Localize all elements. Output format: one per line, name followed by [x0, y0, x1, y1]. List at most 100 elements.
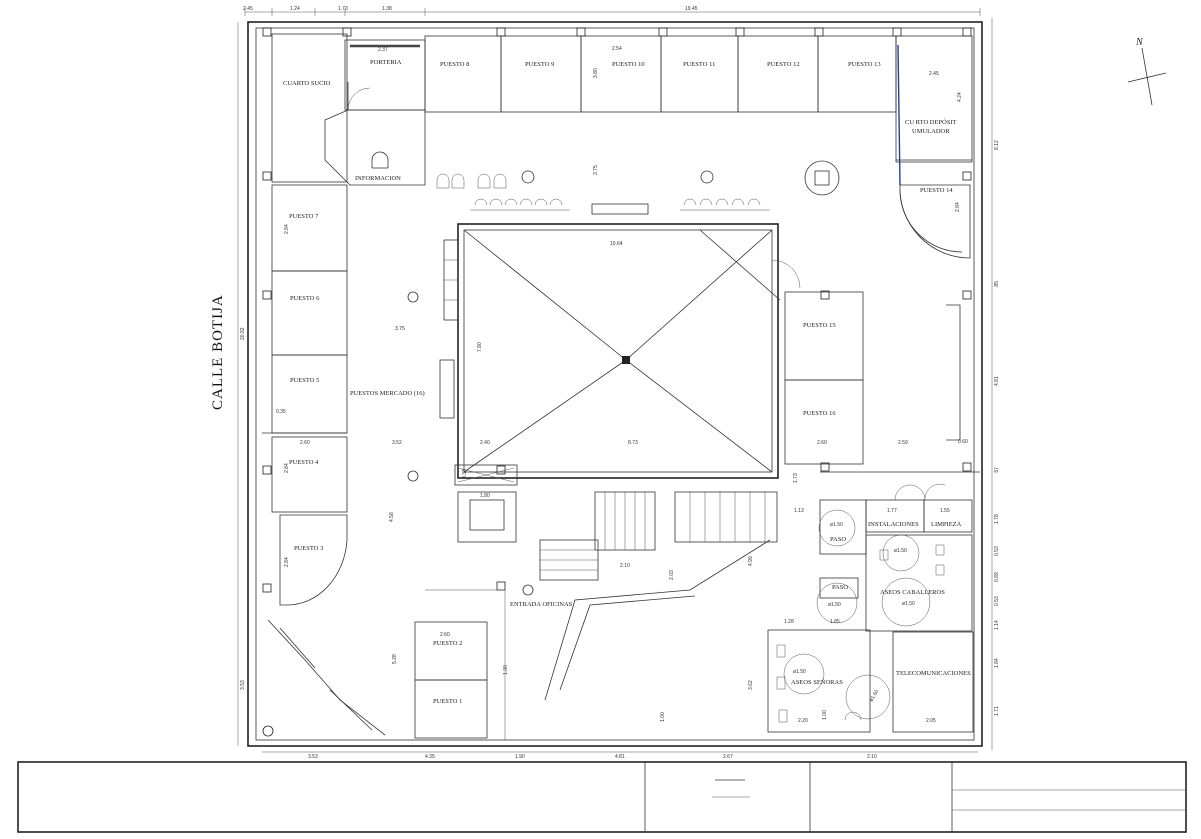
dim-top-2: 1.24	[290, 6, 300, 12]
label-puesto-7: PUESTO 7	[289, 213, 319, 220]
dim-inner: 3.80	[593, 68, 599, 78]
outer-walls	[237, 18, 993, 750]
left-stalls	[262, 184, 348, 606]
label-puestos-mercado: PUESTOS MERCADO (16)	[350, 390, 425, 397]
dim-top-3: 1.73	[338, 6, 348, 12]
dim-inner: 2.60	[817, 440, 827, 446]
dim-inner: 2.45	[929, 71, 939, 77]
dim-right-5: 1.78	[994, 514, 1000, 524]
dim-inner: 0.35	[276, 409, 286, 415]
right-dimension-line: 8.12 .85 4.81 .57 1.78 0.53 0.89 0.53 1.…	[994, 140, 1000, 716]
dim-inner: ø1.50	[869, 689, 881, 703]
dim-right-10: 1.84	[994, 658, 1000, 668]
label-aseos-senoras: ASEOS SEÑORAS	[791, 678, 843, 686]
dim-inner: 7.80	[477, 342, 483, 352]
dim-inner: 0.60	[958, 439, 968, 445]
dim-inner: 2.84	[284, 224, 290, 234]
label-informacion: INFORMACION	[355, 175, 401, 182]
north-arrow-icon: N	[1127, 37, 1167, 106]
dim-inner: 1.73	[793, 473, 799, 483]
label-paso-1: PASO	[830, 536, 846, 543]
title-block	[17, 761, 1187, 833]
label-puesto-16: PUESTO 16	[803, 410, 836, 417]
label-puesto-11: PUESTO 11	[683, 61, 715, 68]
service-rooms	[767, 483, 974, 733]
label-puesto-2: PUESTO 2	[433, 640, 462, 647]
label-porteria: PORTERIA	[370, 59, 402, 66]
dim-right-4: .57	[994, 467, 1000, 474]
dim-inner: ø1.50	[828, 602, 841, 608]
dim-bottom-3: 1.90	[515, 754, 525, 760]
label-puesto-15: PUESTO 15	[803, 322, 836, 329]
entrance-stalls	[267, 589, 506, 740]
label-puesto-5: PUESTO 5	[290, 377, 319, 384]
dim-inner: 4.99	[748, 556, 754, 566]
dim-inner: ø1.50	[902, 601, 915, 607]
dim-inner: 3.52	[392, 440, 402, 446]
label-cuarto-sucio: CUARTO SUCIO	[283, 80, 331, 87]
label-paso-2: PASO	[832, 584, 848, 591]
dim-inner: ø1.50	[894, 548, 907, 554]
dim-right-11: 1.71	[994, 706, 1000, 716]
dim-right-8: 0.53	[994, 596, 1000, 606]
right-stalls	[784, 184, 980, 473]
dim-left-2: 3.53	[240, 680, 246, 690]
dim-inner: 1.80	[480, 493, 490, 499]
dim-inner: 1.28	[784, 619, 794, 625]
dim-inner: 4.58	[389, 512, 395, 522]
dim-bottom-6: 2.10	[867, 754, 877, 760]
dim-right-9: 1.14	[994, 620, 1000, 630]
dim-left-1: 20.82	[240, 327, 246, 340]
street-name: CALLE BOTIJA	[210, 294, 226, 410]
dim-top-1: 2.45	[243, 6, 253, 12]
dim-inner: 2.40	[480, 440, 490, 446]
dim-inner: 3.75	[395, 326, 405, 332]
north-label: N	[1135, 37, 1144, 48]
label-puesto-6: PUESTO 6	[290, 295, 320, 302]
inner-dimensions: 10.64 3.75 3.75 2.60 3.52 2.40 8.73 2.60…	[276, 46, 968, 724]
dim-top-4: 1.38	[382, 6, 392, 12]
label-puesto-12: PUESTO 12	[767, 61, 800, 68]
central-skylight	[439, 223, 801, 479]
dim-right-3: 4.81	[994, 376, 1000, 386]
dim-bottom-2: 4.35	[425, 754, 435, 760]
label-puesto-14: PUESTO 14	[920, 187, 953, 194]
dim-inner: 0.33	[462, 469, 468, 479]
dim-right-6: 0.53	[994, 546, 1000, 556]
stair-core	[454, 464, 778, 701]
label-telecomunicaciones: TELECOMUNICACIONES	[896, 670, 971, 677]
dim-inner: ø1.50	[793, 669, 806, 675]
dim-right-7: 0.89	[994, 572, 1000, 582]
dim-inner: 1.00	[822, 710, 828, 720]
dim-inner: 2.60	[300, 440, 310, 446]
dim-inner: 2.20	[798, 718, 808, 724]
dim-right-1: 8.12	[994, 140, 1000, 150]
dim-inner: 2.03	[669, 570, 675, 580]
dim-bottom-1: 3.53	[308, 754, 318, 760]
label-puesto-10: PUESTO 10	[612, 61, 645, 68]
dim-inner: 2.59	[898, 440, 908, 446]
label-puesto-8: PUESTO 8	[440, 61, 469, 68]
structural-columns	[262, 27, 972, 737]
label-instalaciones: INSTALACIONES	[868, 521, 919, 528]
dim-inner: 1.77	[887, 508, 897, 514]
dim-inner: ø1.50	[830, 522, 843, 528]
dim-inner: 3.62	[748, 680, 754, 690]
label-puesto-13: PUESTO 13	[848, 61, 881, 68]
label-deposito-1: CU RTO DEPÓSIT	[905, 118, 957, 126]
dim-inner: 1.30	[503, 665, 509, 675]
dim-bottom-5: 2.67	[723, 754, 733, 760]
dim-inner: 1.13	[794, 508, 804, 514]
dim-inner: 2.84	[955, 202, 961, 212]
top-stalls	[271, 33, 973, 186]
dim-bottom-4: 4.81	[615, 754, 625, 760]
dim-inner: 8.73	[628, 440, 638, 446]
dim-inner: 2.84	[284, 463, 290, 473]
label-puesto-9: PUESTO 9	[525, 61, 554, 68]
label-entrada-oficinas: ENTRADA OFICINAS	[510, 601, 573, 608]
dim-inner: 1.00	[660, 712, 666, 722]
label-limpieza: LIMPIEZA	[931, 521, 962, 528]
dim-inner: 1.55	[940, 508, 950, 514]
dim-inner: 2.54	[612, 46, 622, 52]
